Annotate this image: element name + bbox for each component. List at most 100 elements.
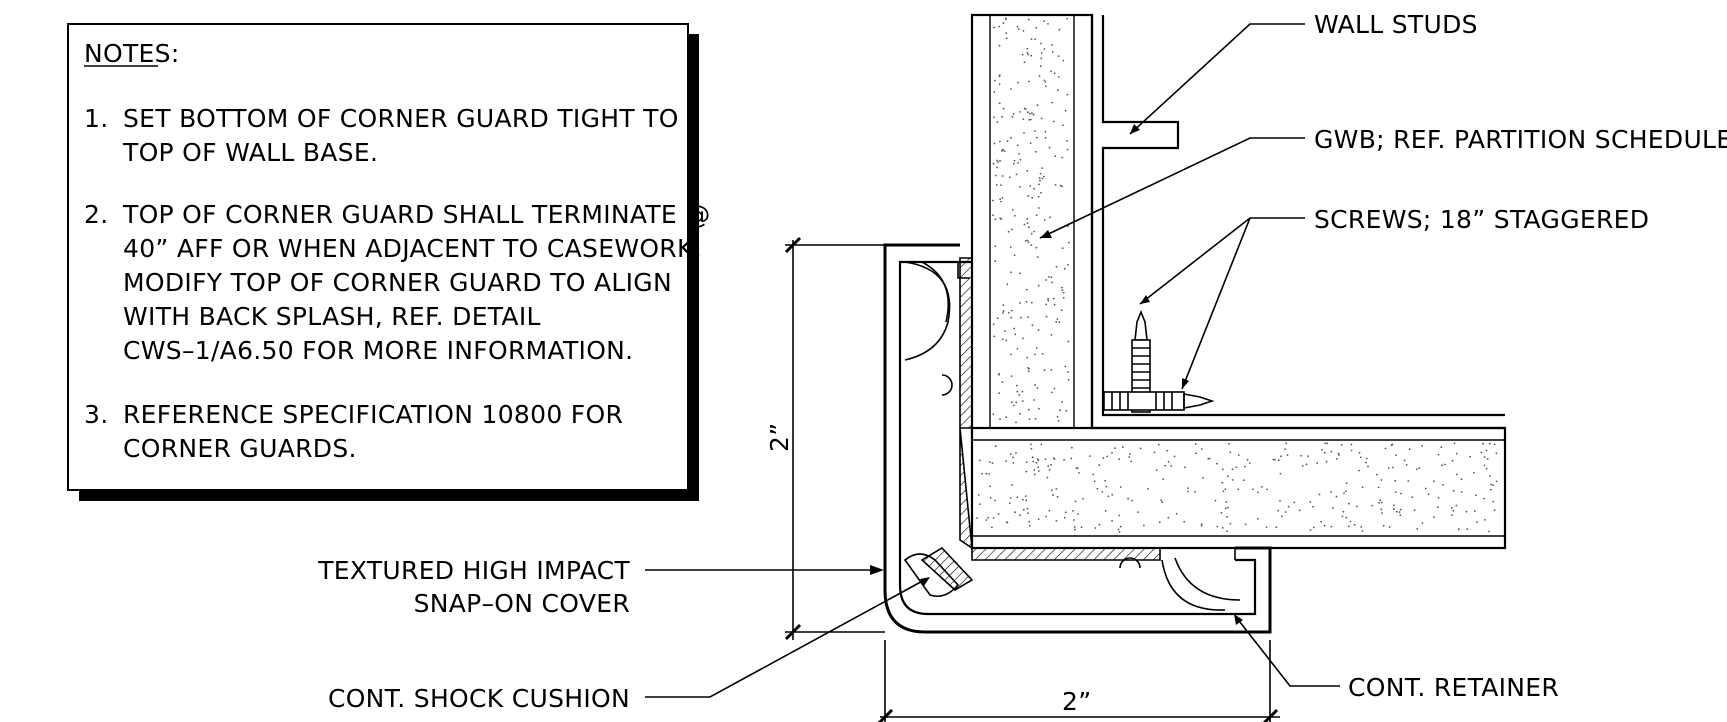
speckle-dot (996, 121, 999, 123)
leader-screws (1139, 217, 1305, 390)
speckle-dot (1005, 460, 1007, 462)
speckle-dot (1077, 513, 1079, 515)
speckle-dot (1055, 320, 1058, 323)
speckle-dot (1266, 488, 1268, 491)
speckle-dot (998, 83, 1001, 85)
speckle-dot (1061, 247, 1064, 250)
speckle-dot (1173, 455, 1176, 458)
speckle-dot (1072, 510, 1074, 512)
speckle-dot (1388, 526, 1391, 528)
speckle-dot (1029, 142, 1032, 145)
speckle-dot (1047, 297, 1049, 300)
speckle-dot (1035, 461, 1038, 464)
speckle-dot (1160, 499, 1163, 502)
speckle-dot (1008, 502, 1011, 504)
speckle-dot (1026, 52, 1029, 54)
speckle-dot (994, 260, 997, 263)
speckle-dot (1111, 493, 1114, 496)
speckle-dot (1411, 496, 1414, 498)
speckle-dot (1237, 454, 1240, 456)
speckle-dot (1067, 378, 1070, 381)
speckle-dot (1427, 493, 1430, 496)
speckle-dot (1051, 489, 1053, 491)
speckle-dot (1062, 59, 1065, 62)
speckle-dot (1035, 136, 1038, 139)
speckle-dot (1440, 446, 1443, 449)
speckle-dot (1036, 256, 1039, 258)
speckle-dot (1030, 38, 1033, 40)
speckle-dot (1041, 353, 1044, 355)
label-retainer: CONT. RETAINER (1348, 673, 1559, 702)
speckle-dot (1010, 453, 1012, 456)
speckle-dot (1035, 246, 1038, 249)
speckle-dot (1101, 491, 1104, 493)
speckle-dot (999, 140, 1001, 143)
speckle-dot (993, 335, 996, 338)
speckle-dot (1045, 515, 1047, 518)
speckle-dot (996, 166, 998, 169)
speckle-dot (1200, 448, 1203, 450)
speckle-dot (1075, 467, 1078, 469)
speckle-dot (1036, 387, 1039, 389)
leader-cover (645, 565, 884, 575)
speckle-dot (1284, 448, 1286, 450)
speckle-dot (1158, 521, 1161, 524)
speckle-dot (1010, 401, 1013, 404)
speckle-dot (1392, 466, 1394, 469)
speckle-dot (1037, 284, 1040, 287)
speckle-dot (1037, 195, 1040, 198)
speckle-dot (1000, 150, 1003, 152)
speckle-dot (998, 44, 1001, 47)
speckle-dot (1050, 369, 1053, 371)
speckle-dot (1226, 530, 1228, 532)
speckle-dot (994, 218, 997, 221)
speckle-dot (1001, 338, 1004, 341)
cont-shock-cushion (903, 553, 960, 598)
speckle-dot (1058, 28, 1061, 31)
speckle-dot (1413, 509, 1416, 512)
speckle-dot (1293, 501, 1296, 504)
speckle-dot (1379, 499, 1382, 502)
speckle-dot (1194, 443, 1197, 445)
speckle-dot (1272, 458, 1275, 461)
speckle-dot (1194, 490, 1196, 493)
speckle-dot (1038, 75, 1041, 77)
speckle-dot (1016, 144, 1019, 147)
speckle-dot (1395, 454, 1397, 456)
speckle-dot (1038, 183, 1040, 186)
note-3-line-1: REFERENCE SPECIFICATION 10800 FOR (123, 400, 623, 429)
speckle-dot (1006, 283, 1009, 286)
speckle-dot (1057, 55, 1060, 57)
speckle-dot (1038, 470, 1040, 472)
speckle-dot (1231, 479, 1234, 481)
speckle-dot (1137, 511, 1139, 513)
speckle-dot (1424, 487, 1427, 490)
speckle-dot (1395, 510, 1398, 513)
note-2-line-3: MODIFY TOP OF CORNER GUARD TO ALIGN (123, 268, 672, 297)
speckle-dot (1244, 523, 1247, 526)
speckle-dot (1018, 186, 1021, 188)
speckle-dot (994, 499, 996, 502)
speckle-dot (1400, 492, 1402, 495)
speckle-dot (1061, 185, 1063, 188)
speckle-dot (992, 199, 994, 202)
speckle-dot (1039, 179, 1041, 182)
speckle-dot (1332, 507, 1334, 509)
speckle-dot (999, 159, 1001, 162)
speckle-dot (1437, 496, 1440, 499)
speckle-dot (1466, 528, 1469, 530)
speckle-dot (1128, 456, 1131, 458)
speckle-dot (1018, 393, 1021, 396)
speckle-dot (1323, 524, 1326, 527)
speckle-dot (1469, 455, 1471, 458)
speckle-dot (1059, 184, 1062, 187)
speckle-dot (1301, 465, 1304, 467)
speckle-dot (1387, 467, 1390, 469)
speckle-dot (1360, 526, 1363, 528)
speckle-dot (1027, 370, 1030, 373)
speckle-dot (1330, 450, 1333, 453)
speckle-dot (1034, 38, 1036, 41)
speckle-dot (1309, 529, 1312, 531)
speckle-dot (1012, 113, 1015, 115)
